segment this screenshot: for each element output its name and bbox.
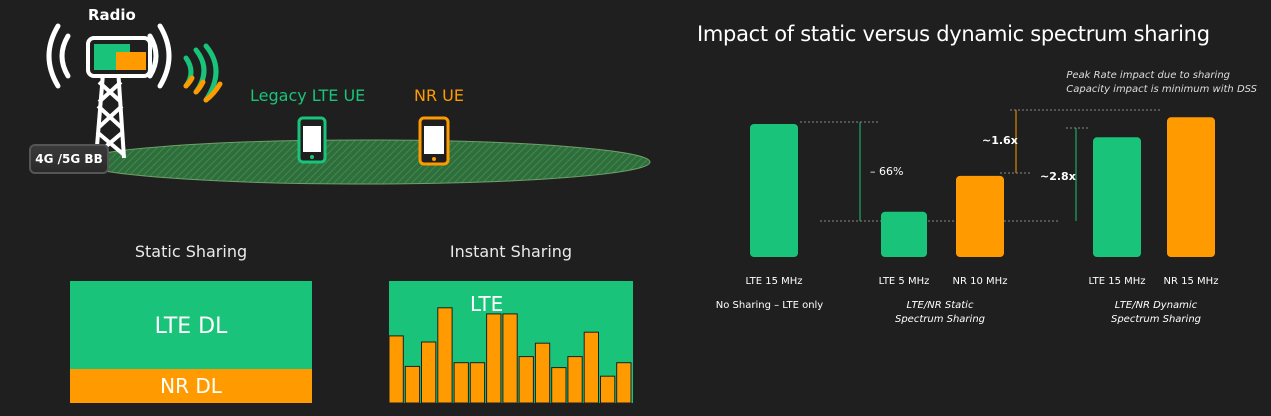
instant-nr-bar xyxy=(583,331,600,404)
category-label: LTE 15 MHz xyxy=(745,276,803,287)
instant-nr-bar xyxy=(567,356,583,404)
instant-nr-bar xyxy=(502,313,518,404)
instant-nr-bar xyxy=(600,375,616,404)
legacy-lte-label: Legacy LTE UE xyxy=(250,86,366,105)
instant-nr-bar xyxy=(404,365,421,404)
annotation-66: – 66% xyxy=(870,165,904,178)
radio-waves-right-icon xyxy=(147,23,172,89)
radio-unit-icon xyxy=(86,36,152,78)
group-no-sharing: No Sharing – LTE only xyxy=(715,300,824,311)
bar-nr-10-mhz xyxy=(956,175,1004,257)
static-nr-label: NR DL xyxy=(160,374,222,398)
instant-nr-bar xyxy=(534,342,551,404)
nr-ue-label: NR UE xyxy=(414,86,464,105)
static-lte-region xyxy=(70,281,312,369)
category-label: LTE 15 MHz xyxy=(1088,276,1146,287)
instant-nr-bar xyxy=(518,356,534,404)
static-nr-region xyxy=(70,369,312,403)
instant-lte-label: LTE xyxy=(470,292,504,316)
annotation-2-8x: ~2.8x xyxy=(1040,170,1076,183)
category-label: NR 15 MHz xyxy=(1163,276,1219,287)
radio-waves-left-icon xyxy=(46,23,71,89)
legacy-lte-phone-icon xyxy=(297,116,327,164)
nr-phone-icon xyxy=(418,116,450,166)
note-line-2: Capacity impact is minimum with DSS xyxy=(1066,84,1257,95)
group-static-line2: Spectrum Sharing xyxy=(894,314,986,325)
category-label: LTE 5 MHz xyxy=(878,276,930,287)
instant-nr-bar xyxy=(469,362,486,404)
bar-lte-15-mhz xyxy=(750,124,798,257)
category-label: NR 10 MHz xyxy=(952,276,1008,287)
instant-nr-bar xyxy=(388,335,404,404)
bar-lte-15-mhz xyxy=(1093,137,1141,257)
static-sharing-title: Static Sharing xyxy=(134,242,248,261)
bar-nr-15-mhz xyxy=(1167,117,1215,257)
radio-label: Radio xyxy=(88,6,136,24)
static-lte-label: LTE DL xyxy=(154,314,228,339)
instant-nr-bar xyxy=(551,367,567,404)
group-dynamic-line2: Spectrum Sharing xyxy=(1110,314,1202,325)
signal-waves-icon xyxy=(183,43,223,103)
group-dynamic-line1: LTE/NR Dynamic xyxy=(1114,300,1198,311)
note-line-1: Peak Rate impact due to sharing xyxy=(1066,70,1230,81)
instant-nr-bar xyxy=(421,341,437,404)
bb-label: 4G /5G BB xyxy=(35,152,103,166)
bb-badge: 4G /5G BB xyxy=(29,144,109,174)
instant-nr-bar xyxy=(486,313,502,404)
group-static-line1: LTE/NR Static xyxy=(906,300,974,311)
chart-title: Impact of static versus dynamic spectrum… xyxy=(697,22,1210,46)
annotation-1-6x: ~1.6x xyxy=(982,134,1018,147)
instant-nr-bar xyxy=(437,307,453,404)
instant-nr-bar xyxy=(616,362,632,404)
instant-sharing-title: Instant Sharing xyxy=(449,242,573,261)
instant-nr-bars xyxy=(388,307,632,404)
bar-lte-5-mhz xyxy=(881,211,927,257)
annotation-guides xyxy=(800,109,1160,222)
instant-nr-bar xyxy=(453,362,469,404)
